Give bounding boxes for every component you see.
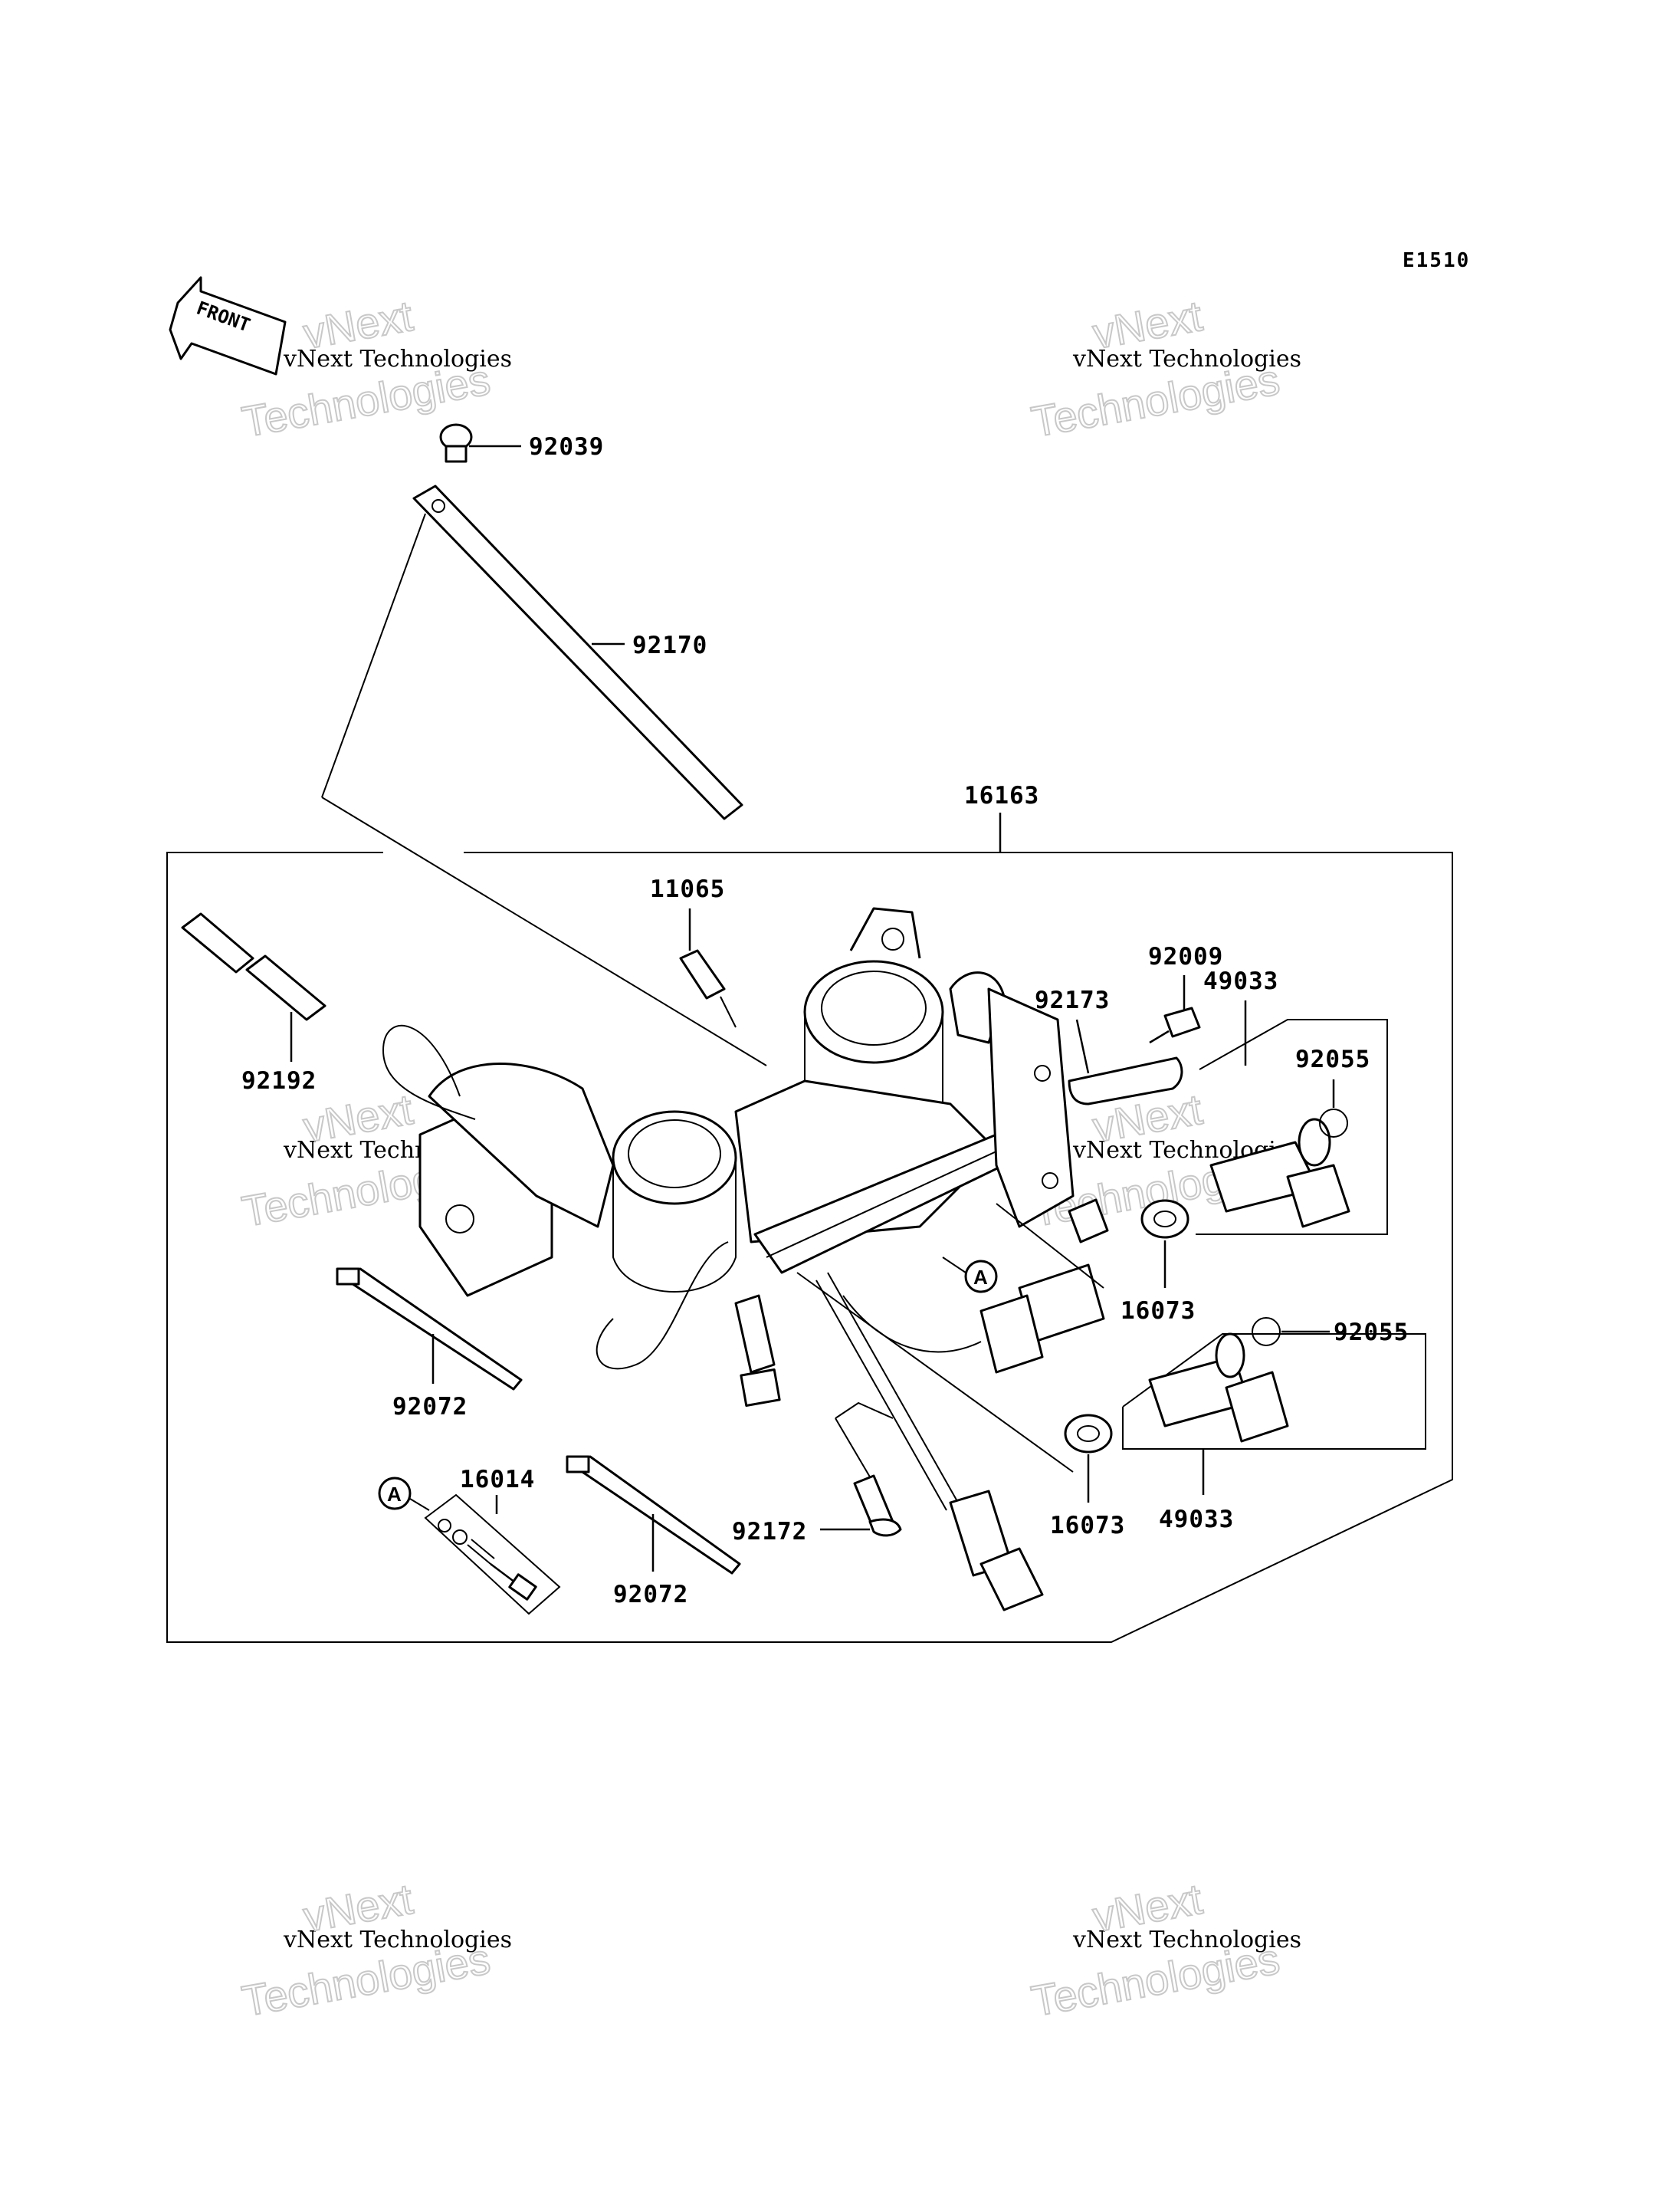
label-16014: 16014: [460, 1466, 535, 1493]
ref-marker-a-kit: A: [387, 1483, 402, 1506]
label-16073-lower: 16073: [1050, 1512, 1125, 1539]
label-92173: 92173: [1035, 987, 1110, 1014]
part-11065-cap: 11065: [650, 875, 737, 1028]
part-49033-upper-injector: 49033: [1196, 967, 1388, 1235]
part-16073-upper-seal: 16073: [1121, 1199, 1196, 1325]
part-16073-lower-seal: 16073: [1050, 1414, 1125, 1539]
label-92172: 92172: [732, 1518, 807, 1546]
label-92039: 92039: [529, 433, 604, 461]
ref-marker-a-on-assembly: A: [942, 1257, 998, 1293]
part-92172-screw: 92172: [732, 1401, 902, 1546]
diagram-code: E1510: [1403, 249, 1470, 272]
ref-marker-a-text: A: [973, 1266, 988, 1289]
throttle-body-assembly: [382, 907, 1109, 1611]
part-92009-bolt: 92009: [1148, 943, 1223, 1044]
watermark-text: vNext Technologies: [283, 346, 512, 373]
label-92072-upper: 92072: [392, 1393, 468, 1421]
label-92170: 92170: [632, 632, 707, 659]
label-16163: 16163: [964, 782, 1039, 810]
watermark-text: vNext Technologies: [283, 1927, 512, 1953]
watermark-top-right: vNext Technologies vNext Technologies: [1027, 291, 1301, 447]
watermark-top-left: vNext Technologies vNext Technologies: [238, 291, 512, 447]
label-49033-upper: 49033: [1203, 967, 1278, 995]
part-92170-strap: 92170: [321, 485, 767, 1066]
part-92072-tie-upper: 92072: [336, 1267, 523, 1421]
label-92192: 92192: [241, 1067, 317, 1095]
label-16073-upper: 16073: [1121, 1297, 1196, 1325]
watermark-text: vNext Technologies: [1072, 346, 1301, 373]
part-92192-hose: 92192: [181, 912, 326, 1095]
part-92173-clamp: 92173: [1035, 987, 1183, 1105]
part-92039-clip: 92039: [439, 423, 604, 463]
part-49033-lower-injector: 49033: [1122, 1332, 1426, 1533]
label-11065: 11065: [650, 875, 725, 903]
label-92072-lower: 92072: [613, 1581, 688, 1608]
front-arrow-icon: FRONT: [169, 276, 287, 376]
label-92009: 92009: [1148, 943, 1223, 971]
label-92055-upper: 92055: [1295, 1046, 1370, 1073]
label-49033-lower: 49033: [1159, 1506, 1234, 1533]
watermark-text: vNext Technologies: [1072, 1927, 1301, 1953]
assembly-outline: 16163: [166, 782, 1453, 1643]
label-92055-lower: 92055: [1334, 1319, 1409, 1346]
part-92055-upper-oring: 92055: [1295, 1046, 1370, 1138]
part-92055-lower-oring: 92055: [1252, 1317, 1409, 1346]
part-16014-adjuster: A 16014: [378, 1466, 561, 1615]
part-92072-tie-lower: 92072: [566, 1455, 741, 1608]
watermark-bottom-right: vNext Technologies vNext Technologies: [1027, 1874, 1301, 2026]
watermark-bottom-left: vNext Technologies vNext Technologies: [238, 1874, 512, 2026]
